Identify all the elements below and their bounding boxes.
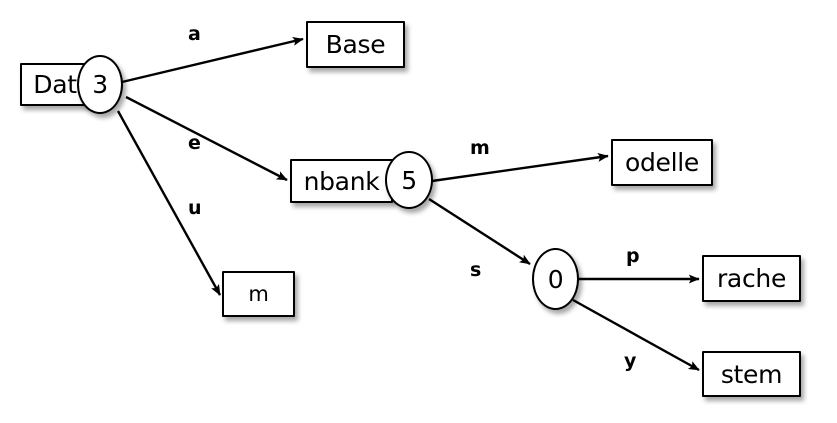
graph-edge-e-u [116, 110, 222, 296]
node-label-n5: 5 [401, 165, 417, 195]
node-label-dat: Dat [33, 70, 77, 99]
graph-node-dat[interactable]: Dat [20, 63, 90, 106]
graph-node-n0[interactable]: 0 [532, 248, 579, 310]
node-label-stem: stem [720, 359, 783, 389]
edge-label-e-u: u [188, 197, 202, 219]
node-label-n0: 0 [547, 264, 564, 294]
node-label-base: Base [325, 30, 386, 59]
graph-node-n5[interactable]: 5 [385, 151, 433, 209]
graph-node-n3[interactable]: 3 [77, 55, 123, 114]
edge-label-e-s: s [470, 259, 482, 281]
edge-label-e-p: p [626, 245, 640, 267]
node-label-n3: 3 [92, 70, 108, 99]
graph-edge-e-m [431, 152, 609, 183]
graph-edge-e-e [125, 95, 288, 182]
edge-label-e-e: e [188, 132, 201, 154]
graph-node-base[interactable]: Base [306, 21, 405, 68]
graph-edge-e-s [428, 197, 531, 266]
node-label-nbank: nbank [303, 166, 380, 196]
graph-node-odelle[interactable]: odelle [611, 139, 713, 186]
graph-node-rache[interactable]: rache [702, 255, 801, 302]
node-label-odelle: odelle [624, 148, 700, 177]
edge-label-e-y: y [624, 350, 637, 372]
edge-label-e-m: m [470, 137, 490, 159]
node-label-rache: rache [716, 264, 787, 293]
graph-edge-e-a [121, 36, 304, 84]
graph-node-m_box[interactable]: m [222, 271, 295, 317]
graph-node-nbank[interactable]: nbank [290, 159, 393, 203]
edge-label-e-a: a [188, 23, 201, 45]
graph-node-stem[interactable]: stem [702, 351, 801, 397]
node-label-m_box: m [248, 281, 269, 306]
graph-edge-e-y [572, 298, 700, 372]
